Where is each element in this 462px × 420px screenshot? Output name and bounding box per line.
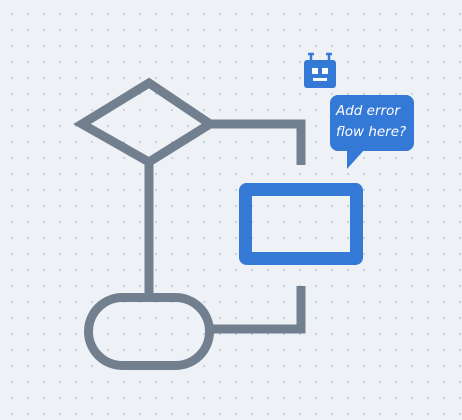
robot-icon[interactable] (300, 50, 340, 90)
decision-diamond[interactable] (73, 77, 219, 168)
comment-line-1: Add error (336, 103, 400, 119)
assistant-comment-bubble[interactable]: Add error flow here? (330, 95, 414, 151)
process-rectangle[interactable] (239, 183, 363, 265)
connector-process-to-terminator (210, 286, 306, 334)
terminator-pill[interactable] (84, 293, 214, 370)
comment-line-2: flow here? (336, 124, 407, 140)
connector-decision-to-process (210, 119, 306, 165)
comment-bubble-tail (347, 149, 365, 169)
